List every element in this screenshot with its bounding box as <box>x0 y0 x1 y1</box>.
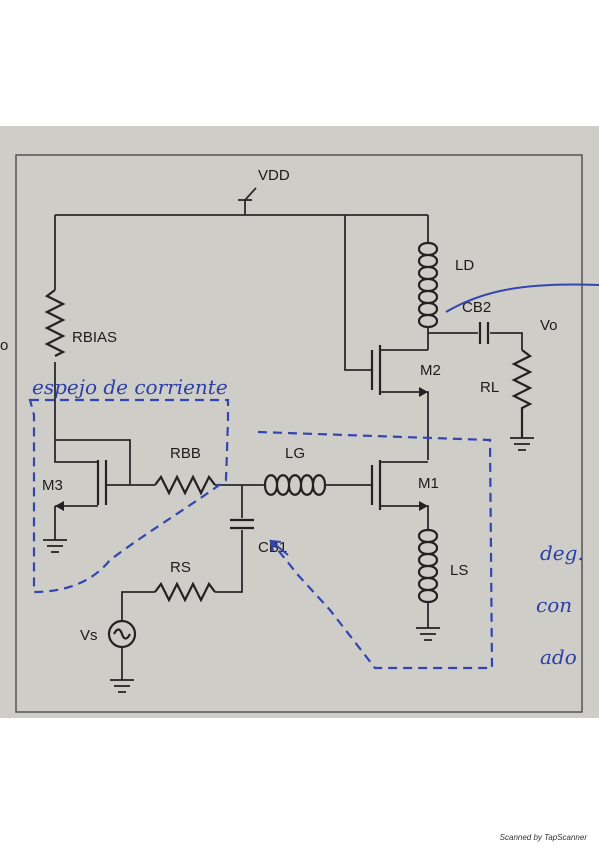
vo-label: Vo <box>540 317 558 334</box>
ls-label: LS <box>450 562 468 579</box>
vs-source-icon <box>107 619 137 680</box>
annotation-current-mirror: espejo de corriente <box>32 375 228 399</box>
rl-resistor <box>511 349 533 438</box>
annotation-right-3: ado <box>540 645 577 669</box>
vs-label: Vs <box>80 627 98 644</box>
scanner-footer: Scanned by TapScanner <box>499 833 587 842</box>
rbias-label: RBIAS <box>72 329 117 346</box>
rs-left-wire <box>121 591 155 620</box>
m3-transistor <box>54 439 131 540</box>
ld-inductor <box>417 241 439 329</box>
cb1-bottom-wire <box>215 530 243 593</box>
annotation-right-2: con <box>536 593 572 617</box>
cb2-capacitor <box>478 322 490 344</box>
rl-ground-icon <box>510 437 534 451</box>
vdd-terminal <box>238 187 257 215</box>
annotation-right-1: deg. <box>540 541 584 565</box>
m3-ground-icon <box>43 539 67 553</box>
schematic-frame <box>15 154 583 713</box>
lg-inductor <box>263 474 327 496</box>
vdd-label: VDD <box>258 167 290 184</box>
pen-stroke-ld <box>445 283 599 313</box>
vs-ground-icon <box>110 679 134 693</box>
rs-label: RS <box>170 559 191 576</box>
m3-label: M3 <box>42 477 63 494</box>
rbias-resistor <box>44 289 66 357</box>
rl-label: RL <box>480 379 499 396</box>
ld-label: LD <box>455 257 474 274</box>
m2-label: M2 <box>420 362 441 379</box>
m2-gate-wire <box>344 215 372 371</box>
cb2-label: CB2 <box>462 299 491 316</box>
degeneration-outline <box>257 430 494 670</box>
ls-inductor <box>417 528 439 628</box>
m1-label: M1 <box>418 475 439 492</box>
cb2-out-wire <box>490 332 523 350</box>
cb1-arrow-icon <box>270 540 289 556</box>
margin-mark: o <box>0 337 8 354</box>
m1-transistor <box>370 460 429 530</box>
scanned-sheet <box>0 126 599 718</box>
ls-ground-icon <box>416 627 440 641</box>
rbb-label: RBB <box>170 445 201 462</box>
rbb-resistor <box>154 474 216 496</box>
rs-resistor <box>154 581 216 603</box>
current-mirror-outline <box>28 398 230 594</box>
lg-label: LG <box>285 445 305 462</box>
cb1-capacitor <box>230 518 254 530</box>
